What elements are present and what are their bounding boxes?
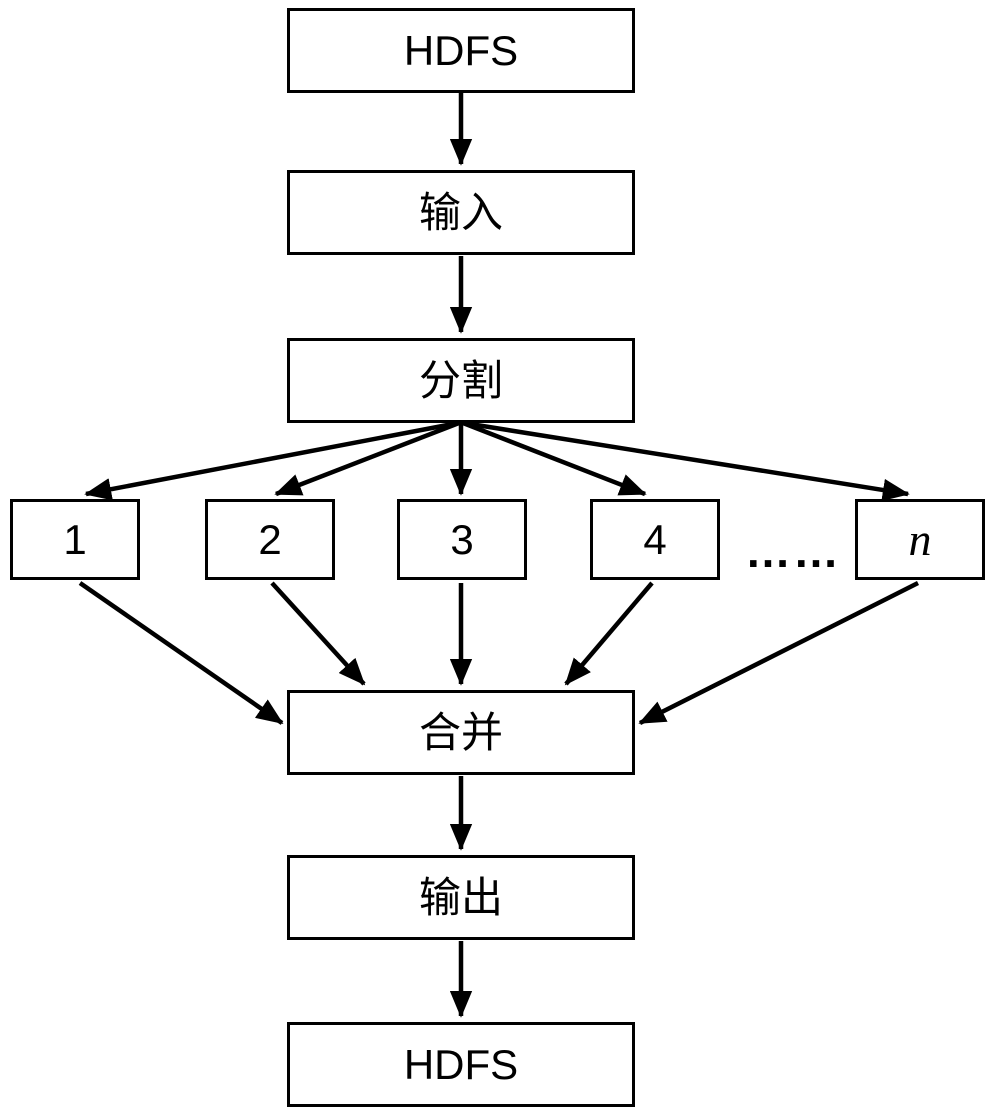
node-input: 输入: [287, 170, 635, 255]
arrow-split-to-task2: [274, 420, 460, 497]
node-hdfs-top-label: HDFS: [403, 26, 519, 74]
arrow-taskn-to-merge: [638, 580, 920, 726]
node-hdfs-bottom-label: HDFS: [403, 1040, 519, 1088]
node-task-1: 1: [10, 499, 140, 580]
node-task-2: 2: [205, 499, 335, 580]
node-output-label: 输出: [418, 873, 503, 921]
node-input-label: 输入: [418, 188, 503, 236]
node-task-3-label: 3: [450, 515, 474, 563]
arrow-split-to-task4: [462, 420, 647, 497]
node-output: 输出: [287, 855, 635, 940]
node-merge-label: 合并: [418, 708, 503, 756]
node-task-4: 4: [590, 499, 720, 580]
arrow-task2-to-merge: [270, 581, 366, 686]
node-task-1-label: 1: [63, 515, 87, 563]
node-task-n: n: [855, 499, 985, 580]
arrow-task1-to-merge: [78, 581, 284, 725]
node-split-label: 分割: [418, 356, 503, 404]
arrow-split-to-taskn: [463, 420, 910, 502]
node-task-4-label: 4: [643, 515, 667, 563]
ellipsis-more-tasks: ……: [745, 525, 841, 577]
node-task-n-label: n: [908, 513, 932, 565]
node-hdfs-bottom: HDFS: [287, 1022, 635, 1107]
node-merge: 合并: [287, 690, 635, 775]
arrow-split-to-task1: [84, 420, 459, 501]
node-split: 分割: [287, 338, 635, 423]
node-task-3: 3: [397, 499, 527, 580]
node-hdfs-top: HDFS: [287, 8, 635, 93]
node-task-2-label: 2: [258, 515, 282, 563]
arrow-task4-to-merge: [564, 581, 654, 686]
